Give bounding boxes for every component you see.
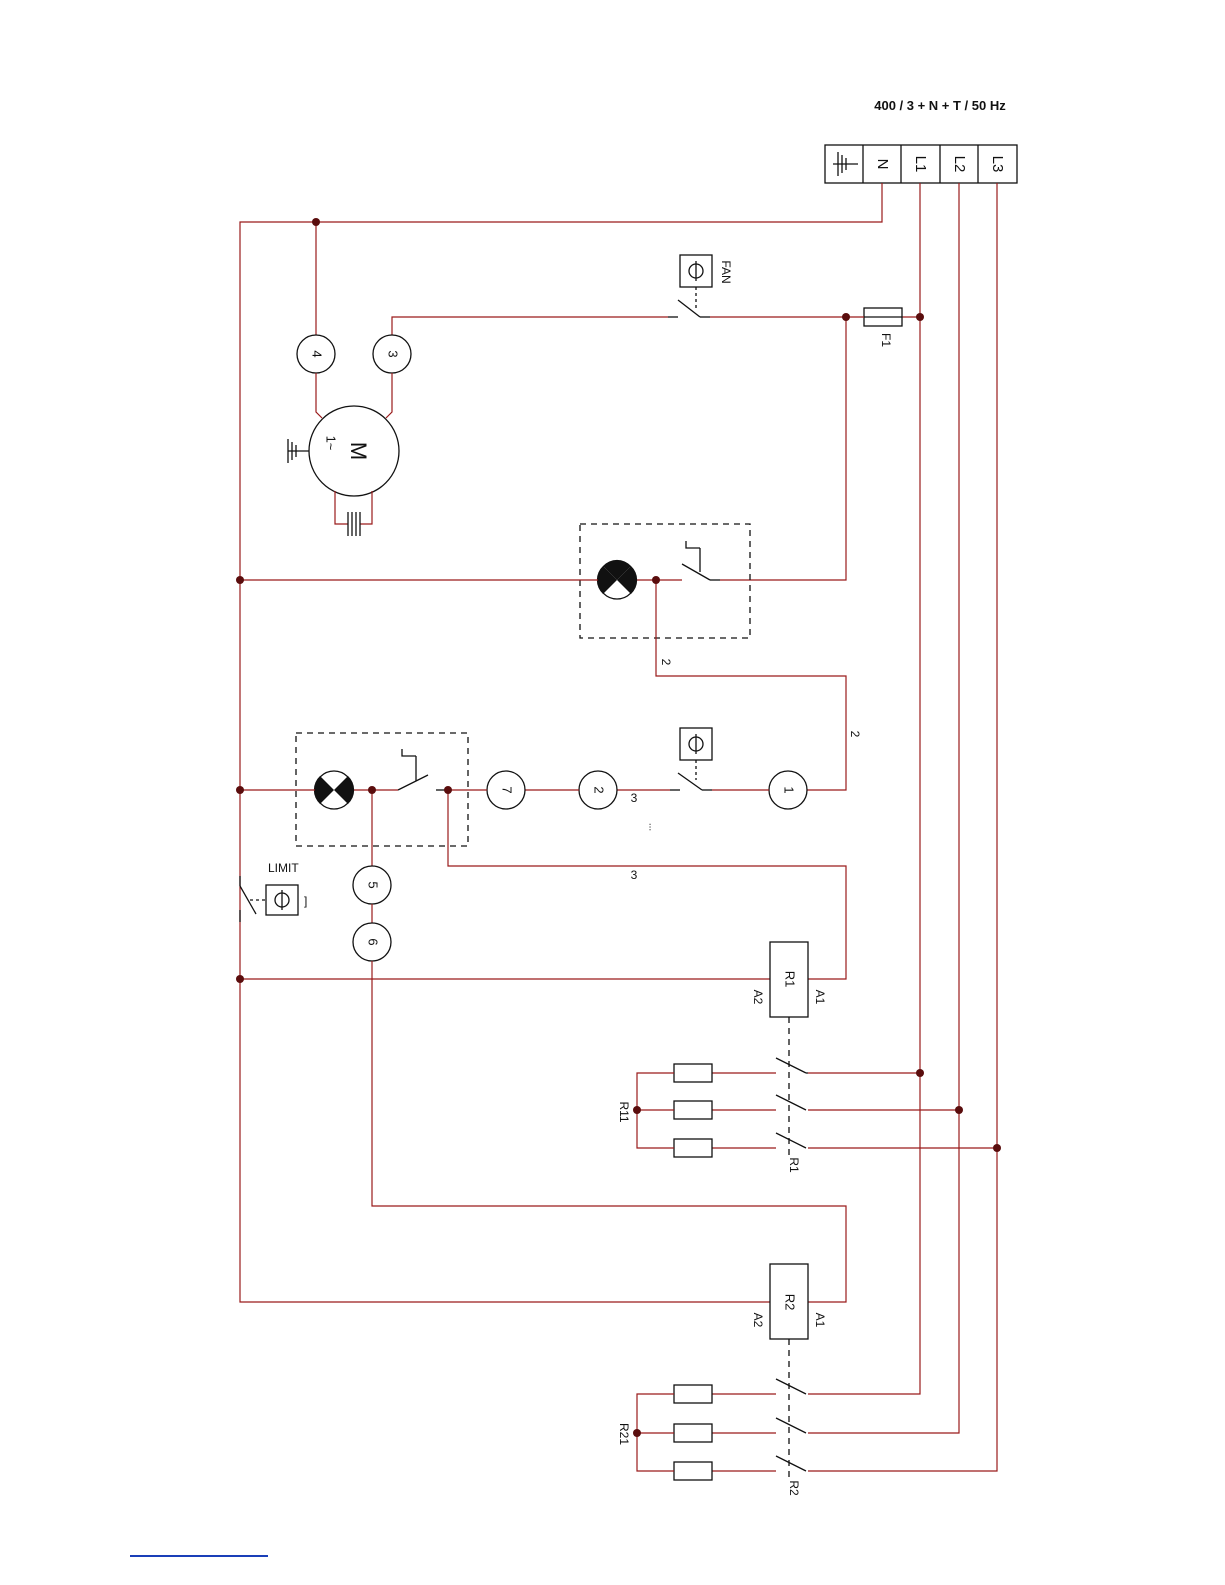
motor-terminal-3: 3 bbox=[373, 335, 411, 373]
svg-text:6: 6 bbox=[366, 938, 381, 945]
r1-a2-label: A2 bbox=[751, 990, 765, 1005]
lower-rocker-switch bbox=[398, 749, 448, 790]
circuit-terminal-5: 5 bbox=[353, 866, 391, 904]
fan-thermostat-switch: FAN bbox=[668, 255, 733, 317]
svg-text:2: 2 bbox=[592, 786, 607, 793]
limit-switch: LIMIT ] bbox=[240, 861, 307, 922]
limit-label: LIMIT bbox=[268, 861, 299, 875]
terminal-l2: L2 bbox=[951, 156, 968, 173]
limit-mark: ] bbox=[304, 894, 307, 908]
fan-motor: M 1~ bbox=[288, 406, 399, 536]
heater-r21-label: R21 bbox=[617, 1423, 631, 1445]
upper-rocker-switch bbox=[682, 541, 720, 580]
circuit-terminal-6: 6 bbox=[353, 923, 391, 961]
fuse-f1: F1 bbox=[846, 308, 920, 347]
dots-mark: ... bbox=[646, 823, 657, 831]
svg-text:4: 4 bbox=[310, 350, 325, 357]
fan-label: FAN bbox=[719, 260, 733, 283]
r2-a2-label: A2 bbox=[751, 1313, 765, 1328]
supply-wires bbox=[240, 183, 997, 1471]
contact-r1-label: R1 bbox=[787, 1157, 801, 1173]
svg-text:R2: R2 bbox=[783, 1294, 798, 1311]
motor-earth-icon bbox=[288, 439, 309, 463]
terminal-l1: L1 bbox=[912, 156, 929, 173]
fuse-label: F1 bbox=[879, 333, 893, 347]
terminal-n: N bbox=[874, 159, 891, 170]
motor-terminal-4: 4 bbox=[297, 335, 335, 373]
r2-a1-label: A1 bbox=[813, 1313, 827, 1328]
thermostat-switch bbox=[670, 728, 712, 790]
wire-number-3a: 3 bbox=[631, 791, 638, 805]
relay-r1-contacts: R1 bbox=[776, 1058, 997, 1173]
wire-number-2b: 2 bbox=[848, 731, 862, 738]
svg-text:7: 7 bbox=[500, 786, 515, 793]
r1-a1-label: A1 bbox=[813, 990, 827, 1005]
heater-r11-label: R11 bbox=[617, 1101, 631, 1122]
motor-label: M bbox=[346, 442, 371, 460]
wire-number-3b: 3 bbox=[631, 868, 638, 882]
relay-r2-contacts: R2 bbox=[776, 1379, 806, 1496]
motor-phase-label: 1~ bbox=[324, 436, 339, 451]
circuit-terminal-7: 7 bbox=[487, 771, 525, 809]
footer-link-underline bbox=[130, 1555, 268, 1557]
heater-group-r11: R11 bbox=[617, 1064, 712, 1157]
terminal-block: N L1 L2 L3 bbox=[825, 145, 1017, 183]
capacitor-icon bbox=[348, 512, 360, 536]
circuit-terminal-2: 2 bbox=[579, 771, 617, 809]
wire-number-2a: 2 bbox=[659, 659, 673, 666]
circuit-terminal-1: 1 bbox=[769, 771, 807, 809]
svg-text:1: 1 bbox=[782, 786, 797, 793]
upper-pilot-lamp-icon bbox=[597, 560, 637, 599]
junction-dots bbox=[236, 218, 1001, 1437]
contact-r2-label: R2 bbox=[787, 1480, 801, 1496]
svg-text:R1: R1 bbox=[783, 971, 798, 988]
terminal-l3: L3 bbox=[989, 156, 1006, 173]
lower-pilot-lamp-icon bbox=[314, 771, 354, 809]
heater-group-r21: R21 bbox=[617, 1385, 712, 1480]
svg-text:5: 5 bbox=[366, 881, 381, 888]
svg-text:3: 3 bbox=[386, 350, 401, 357]
